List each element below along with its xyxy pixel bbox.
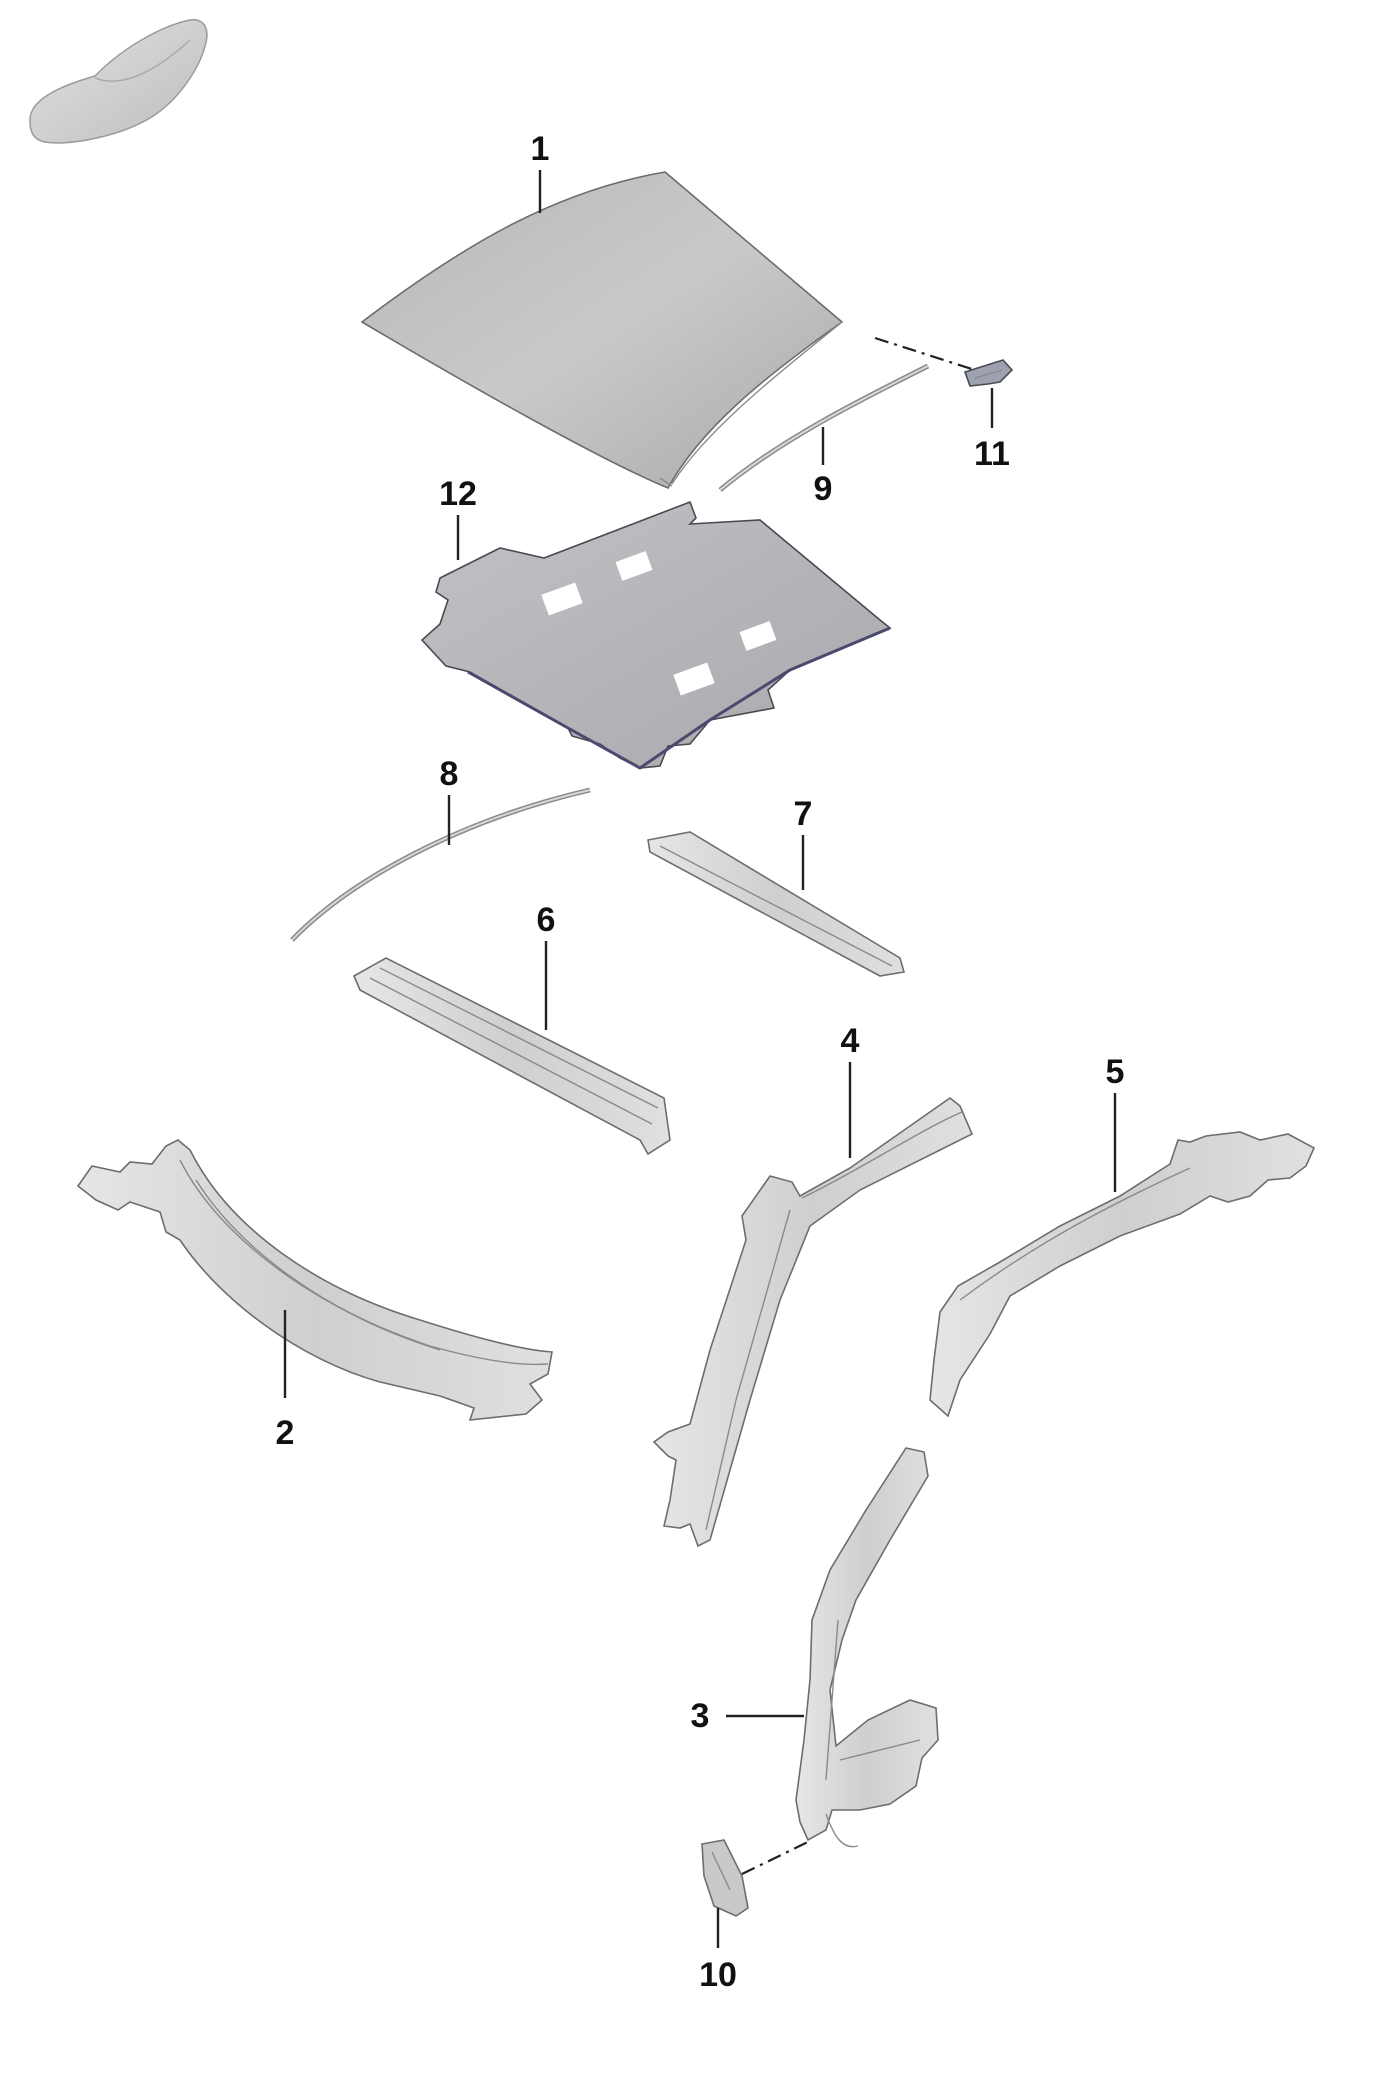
callout-10-label: 10: [699, 1956, 737, 1994]
callout-4-label: 4: [841, 1022, 860, 1060]
callout-9: 9: [814, 427, 833, 508]
windshield-frame: [76, 1139, 553, 1421]
callout-5-label: 5: [1106, 1053, 1125, 1091]
callout-12-label: 12: [439, 475, 477, 513]
callout-8: 8: [440, 755, 459, 845]
rear-roof-cross-member: [647, 831, 906, 977]
roof-trim-strip: [718, 363, 930, 492]
roof-insulation-mat: [420, 500, 892, 770]
callout-10: 10: [699, 1908, 737, 1994]
car-silhouette-icon: [29, 19, 208, 144]
callout-1: 1: [531, 130, 550, 213]
roof-panel: [360, 171, 844, 490]
roof-side-rail: [929, 1131, 1316, 1418]
roof-side-strip: [290, 787, 591, 942]
callout-9-label: 9: [814, 470, 833, 508]
callout-7: 7: [794, 795, 813, 890]
callout-1-label: 1: [531, 130, 550, 168]
mounting-bracket: [874, 336, 1014, 387]
callout-2-label: 2: [276, 1414, 295, 1452]
callout-2: 2: [276, 1310, 295, 1452]
callout-12: 12: [439, 475, 477, 560]
callout-3: 3: [691, 1697, 804, 1735]
callout-3-label: 3: [691, 1697, 710, 1735]
front-roof-cross-member: [352, 957, 671, 1156]
callout-5: 5: [1106, 1053, 1125, 1192]
small-gusset-plate: [701, 1839, 813, 1917]
callout-11: 11: [974, 388, 1010, 473]
callout-4: 4: [841, 1022, 860, 1158]
a-pillar-inner: [652, 1097, 974, 1548]
callout-6: 6: [537, 901, 556, 1030]
b-pillar: [795, 1447, 939, 1848]
callout-8-label: 8: [440, 755, 459, 793]
callout-6-label: 6: [537, 901, 556, 939]
callout-11-label: 11: [974, 435, 1010, 473]
callout-7-label: 7: [794, 795, 813, 833]
